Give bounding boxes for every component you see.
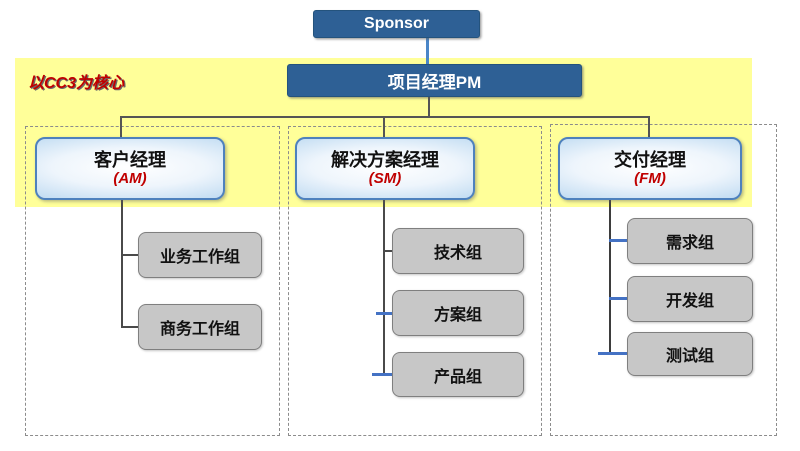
branch-frame-sm xyxy=(288,126,542,436)
manager-abbr: (FM) xyxy=(634,170,666,188)
connector-fm-stub-2 xyxy=(609,297,627,300)
connector-drop-sm xyxy=(383,116,385,137)
connector-drop-am xyxy=(120,116,122,137)
connector-sm-vertical xyxy=(383,200,385,375)
connector-sm-stub-1 xyxy=(383,250,392,252)
node-group-requirements: 需求组 xyxy=(627,218,753,264)
connector-pm-drop xyxy=(428,97,430,118)
branch-frame-am xyxy=(25,126,280,436)
node-manager-fm: 交付经理 (FM) xyxy=(558,137,742,200)
node-group-testing: 测试组 xyxy=(627,332,753,376)
node-group-product: 产品组 xyxy=(392,352,524,397)
node-group-commerce: 商务工作组 xyxy=(138,304,262,350)
node-group-solution: 方案组 xyxy=(392,290,524,336)
node-manager-am: 客户经理 (AM) xyxy=(35,137,225,200)
connector-sm-stub-2 xyxy=(376,312,392,315)
connector-fm-stub-3 xyxy=(598,352,627,355)
node-manager-sm: 解决方案经理 (SM) xyxy=(295,137,475,200)
manager-title: 交付经理 xyxy=(614,149,686,170)
connector-fm-stub-1 xyxy=(609,239,627,242)
connector-sponsor-pm xyxy=(426,38,429,64)
node-group-development: 开发组 xyxy=(627,276,753,322)
connector-sm-stub-3 xyxy=(372,373,392,376)
connector-fm-vertical xyxy=(609,200,611,355)
connector-am-stub-2 xyxy=(121,326,138,328)
connector-horizontal-bar xyxy=(120,116,650,118)
manager-abbr: (AM) xyxy=(113,170,147,188)
manager-title: 解决方案经理 xyxy=(331,149,439,170)
core-annotation: 以CC3为核心 xyxy=(28,75,125,92)
manager-title: 客户经理 xyxy=(94,149,166,170)
node-project-manager: 项目经理PM xyxy=(287,64,582,97)
connector-am-vertical xyxy=(121,200,123,328)
branch-frame-fm xyxy=(550,124,777,436)
connector-am-stub-1 xyxy=(121,254,138,256)
connector-drop-fm xyxy=(648,116,650,137)
node-sponsor: Sponsor xyxy=(313,10,480,38)
node-group-technology: 技术组 xyxy=(392,228,524,274)
manager-abbr: (SM) xyxy=(368,170,402,188)
node-group-business: 业务工作组 xyxy=(138,232,262,278)
